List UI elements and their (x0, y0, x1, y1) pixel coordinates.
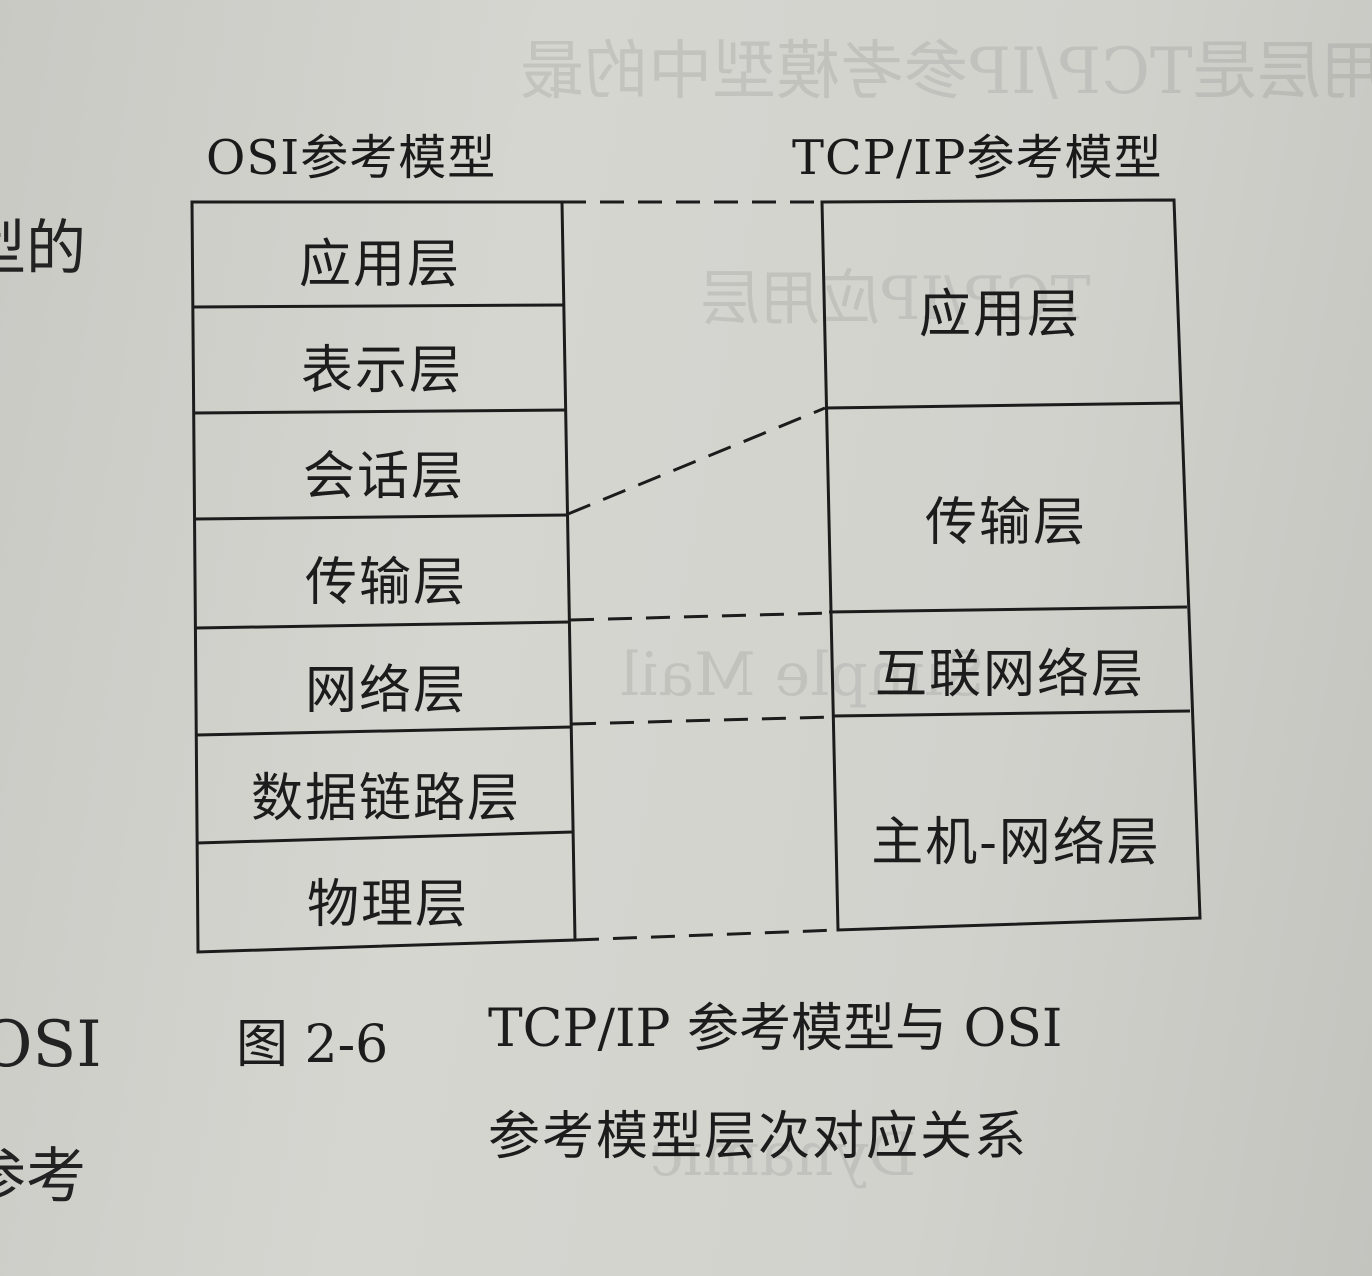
mapping-line-transport-top (567, 406, 826, 516)
figure-caption-line1: TCP/IP 参考模型与 OSI (488, 999, 1063, 1059)
tcpip-layer-transport: 传输层 (924, 493, 1088, 553)
edge-text-mid: OSI (0, 1008, 102, 1082)
osi-layer-network: 网络层 (304, 661, 468, 721)
osi-separator (193, 408, 567, 415)
tcpip-model-heading: TCP/IP参考模型 (792, 130, 1163, 186)
mapping-line-internet-top (569, 611, 830, 622)
mapping-line-bottom (574, 928, 839, 942)
osi-separator (194, 513, 569, 521)
osi-layer-application: 应用层 (298, 235, 462, 295)
osi-separator (196, 830, 574, 845)
edge-text-bottom: 参考 (0, 1142, 86, 1212)
edge-text-top: 型的 (0, 214, 86, 284)
tcpip-layer-host-network: 主机-网络层 (871, 813, 1161, 873)
tcpip-layer-application: 应用层 (918, 285, 1082, 345)
osi-layer-session: 会话层 (302, 447, 466, 507)
osi-layer-presentation: 表示层 (300, 341, 464, 401)
figure-number: 图 2-6 (236, 1015, 389, 1075)
osi-separator (195, 620, 571, 630)
osi-layer-data-link: 数据链路层 (250, 769, 522, 829)
osi-layer-transport: 传输层 (304, 553, 468, 613)
osi-separator (196, 725, 573, 737)
osi-model-heading: OSI参考模型 (206, 130, 497, 186)
tcpip-separator (824, 401, 1181, 410)
mapping-line-host-network-top (571, 715, 833, 726)
osi-separator (192, 303, 565, 309)
tcpip-stack-outline (820, 198, 1202, 932)
tcpip-layer-internet: 互联网络层 (874, 645, 1146, 705)
figure-caption-line2: 参考模型层次对应关系 (488, 1107, 1029, 1167)
osi-layer-physical: 物理层 (306, 875, 470, 935)
tcpip-separator (828, 605, 1188, 614)
tcpip-separator (831, 709, 1191, 718)
